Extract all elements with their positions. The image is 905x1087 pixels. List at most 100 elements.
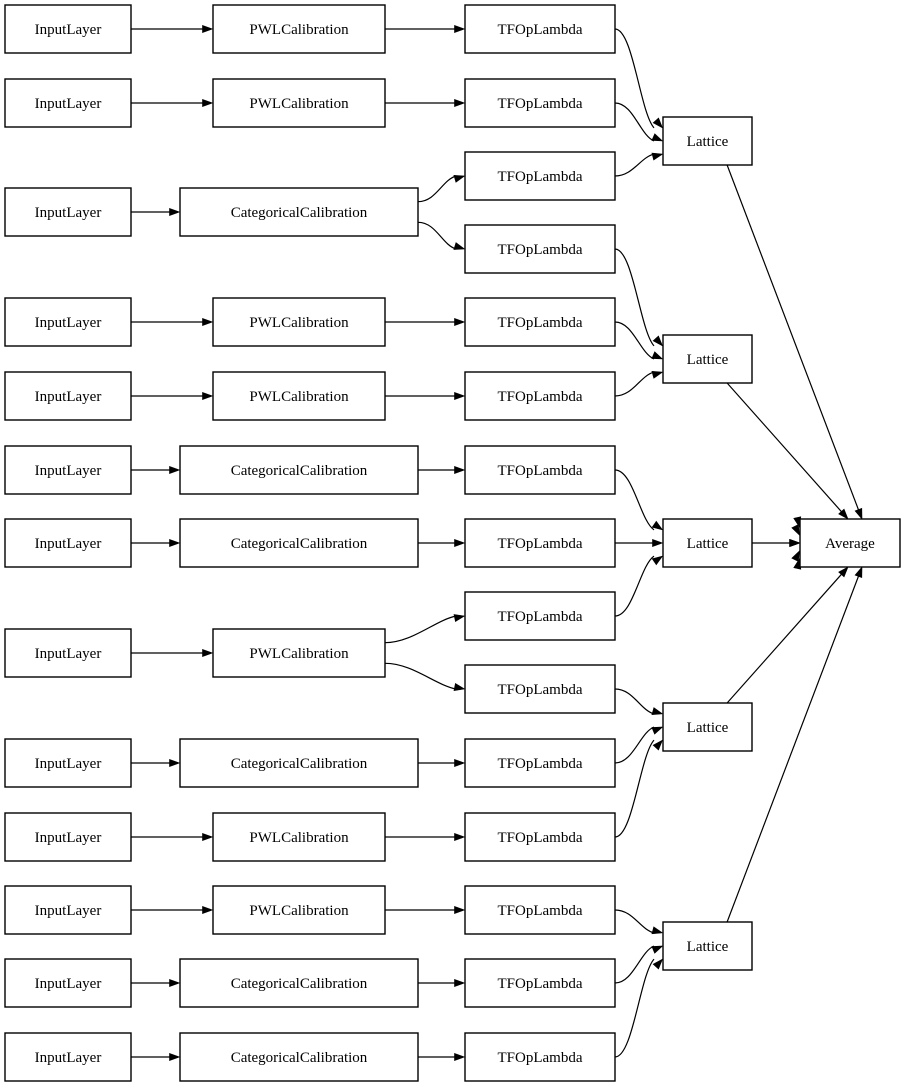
tf-op-lambda-node-box (464, 812, 616, 862)
tf-op-lambda-node: TFOpLambda (464, 1032, 616, 1082)
edge-arrowhead (454, 98, 466, 108)
tf-op-lambda-node-box (464, 885, 616, 935)
tf-op-lambda-node-box (464, 371, 616, 421)
edge-cal3-to-op3 (417, 175, 457, 203)
edge-arrowhead (454, 1052, 466, 1062)
input-layer-node: InputLayer (4, 371, 132, 421)
lattice-node-box (662, 702, 753, 752)
edge-arrowhead (454, 317, 466, 327)
input-layer-node-box (4, 628, 132, 678)
tf-op-lambda-node-box (464, 4, 616, 54)
edge-arrowhead (651, 926, 664, 935)
edge-arrowhead (651, 945, 664, 954)
edge-arrowhead (453, 242, 466, 250)
edge-arrowhead (652, 958, 664, 970)
edge-op5-to-lat2 (614, 321, 655, 360)
tf-op-lambda-node-box (464, 1032, 616, 1082)
calibration-node: PWLCalibration (212, 4, 386, 54)
tf-op-lambda-node: TFOpLambda (464, 445, 616, 495)
tf-op-lambda-node-box (464, 518, 616, 568)
tf-op-lambda-node-box (464, 78, 616, 128)
edge-arrowhead (838, 566, 849, 578)
input-layer-node: InputLayer (4, 78, 132, 128)
edge-arrowhead (454, 24, 466, 34)
edge-op2-to-lat1 (614, 102, 655, 142)
calibration-node-box (212, 297, 386, 347)
calibration-node: PWLCalibration (212, 371, 386, 421)
lattice-node-box (662, 921, 753, 971)
edge-op9-to-lat3 (614, 555, 655, 617)
edge-arrowhead (651, 726, 664, 735)
input-layer-node: InputLayer (4, 1032, 132, 1082)
calibration-node-box (212, 4, 386, 54)
calibration-node: CategoricalCalibration (179, 958, 419, 1008)
tf-op-lambda-node: TFOpLambda (464, 518, 616, 568)
input-layer-node: InputLayer (4, 518, 132, 568)
input-layer-node-box (4, 812, 132, 862)
input-layer-node-box (4, 445, 132, 495)
lattice-node: Lattice (662, 116, 753, 166)
edge-op3-to-lat1 (614, 153, 655, 177)
edge-arrowhead (854, 566, 863, 579)
input-layer-node-box (4, 78, 132, 128)
edge-arrowhead (838, 508, 849, 520)
lattice-node: Lattice (662, 921, 753, 971)
tf-op-lambda-node: TFOpLambda (464, 78, 616, 128)
tf-op-lambda-node: TFOpLambda (464, 812, 616, 862)
calibration-node: PWLCalibration (212, 885, 386, 935)
tf-op-lambda-node: TFOpLambda (464, 664, 616, 714)
tf-op-lambda-node: TFOpLambda (464, 371, 616, 421)
calibration-node: CategoricalCalibration (179, 1032, 419, 1082)
calibration-node-box (212, 812, 386, 862)
lattice-node: Lattice (662, 518, 753, 568)
input-layer-node: InputLayer (4, 187, 132, 237)
edge-cal8-to-op9 (384, 615, 457, 644)
average-node-box (799, 518, 901, 568)
lattice-node-box (662, 334, 753, 384)
edge-arrowhead (651, 152, 664, 161)
edge-arrowhead (454, 905, 466, 915)
tf-op-lambda-node-box (464, 958, 616, 1008)
edge-arrowhead (651, 370, 664, 379)
edge-arrowhead (453, 614, 466, 623)
edge-arrowhead (169, 465, 181, 475)
edge-arrowhead (652, 117, 664, 129)
tf-op-lambda-node-box (464, 297, 616, 347)
edge-arrowhead (454, 758, 466, 768)
input-layer-node-box (4, 738, 132, 788)
input-layer-node: InputLayer (4, 885, 132, 935)
edge-op10-to-lat4 (614, 688, 655, 715)
calibration-node: CategoricalCalibration (179, 187, 419, 237)
input-layer-node-box (4, 297, 132, 347)
edge-arrowhead (202, 832, 214, 842)
input-layer-node-box (4, 371, 132, 421)
calibration-node-box (212, 78, 386, 128)
calibration-node: PWLCalibration (212, 78, 386, 128)
tf-op-lambda-node: TFOpLambda (464, 885, 616, 935)
edge-arrowhead (453, 175, 466, 183)
input-layer-node-box (4, 1032, 132, 1082)
edge-arrowhead (651, 133, 664, 142)
tf-op-lambda-node-box (464, 738, 616, 788)
edges-layer (131, 24, 863, 1062)
edge-op13-to-lat5 (614, 909, 655, 934)
tf-op-lambda-node: TFOpLambda (464, 591, 616, 641)
lattice-node-box (662, 116, 753, 166)
tf-op-lambda-node: TFOpLambda (464, 738, 616, 788)
input-layer-node: InputLayer (4, 628, 132, 678)
edge-arrowhead (854, 507, 863, 520)
edge-op1-to-lat1 (614, 28, 655, 129)
edge-cal3-to-op4 (417, 221, 457, 250)
tf-op-lambda-node-box (464, 664, 616, 714)
edge-arrowhead (169, 207, 181, 217)
calibration-node-box (212, 628, 386, 678)
calibration-node: PWLCalibration (212, 297, 386, 347)
calibration-node-box (179, 518, 419, 568)
edge-arrowhead (454, 978, 466, 988)
tf-op-lambda-node: TFOpLambda (464, 151, 616, 201)
edge-lat2-to-avg (726, 382, 843, 513)
edge-op7-to-lat3 (614, 469, 655, 531)
edge-lat4-to-avg (726, 573, 843, 704)
edge-arrowhead (791, 550, 800, 562)
